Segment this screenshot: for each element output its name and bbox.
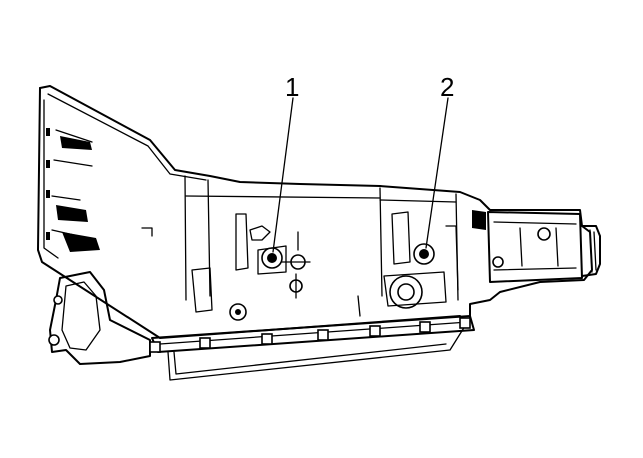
callout-leaders [272, 97, 449, 253]
pan-bolt [149, 317, 471, 353]
oil-pan [149, 295, 475, 381]
callout-label-1: 1 [285, 72, 299, 102]
extension-housing [472, 210, 601, 283]
component-2 [383, 211, 459, 309]
transmission-case [37, 85, 593, 365]
callout-label-2: 2 [440, 72, 454, 102]
component-1 [235, 213, 311, 299]
